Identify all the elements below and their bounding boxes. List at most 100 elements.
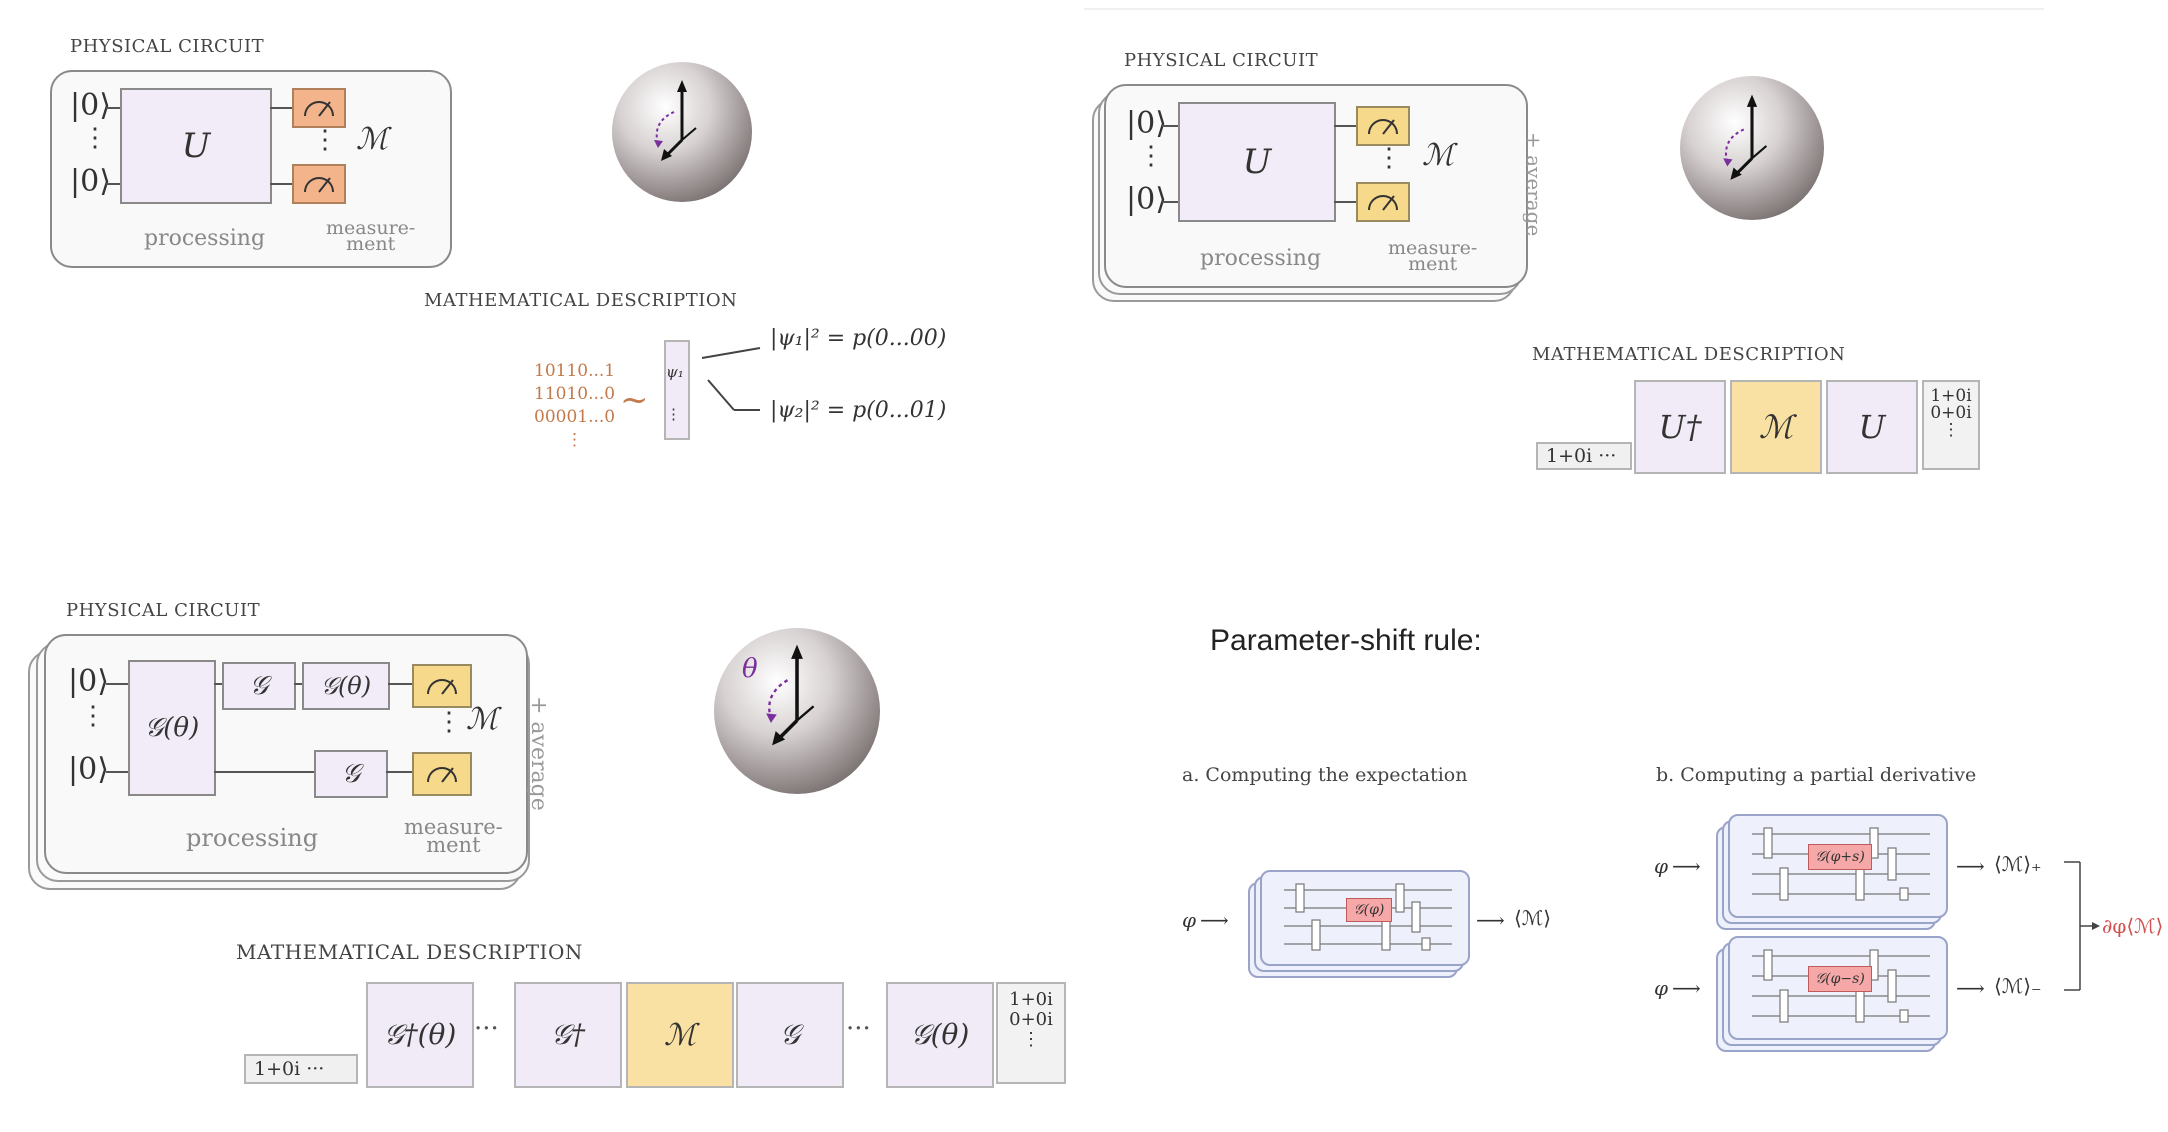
op-measurement: ℳ xyxy=(626,982,734,1088)
wire xyxy=(1162,125,1180,127)
bitstring: ⋮ xyxy=(566,430,584,450)
op-ellipsis: ··· xyxy=(474,1014,499,1044)
state-vector: ψ₁ ⋮ xyxy=(664,340,690,440)
measurement-label: measure- ment xyxy=(404,815,503,857)
processing-label: processing xyxy=(144,226,266,251)
psi1-label: ψ₁ xyxy=(666,363,684,381)
measurement-meter-top xyxy=(412,664,472,708)
bloch-sphere xyxy=(1680,76,1824,220)
measurement-meter-top xyxy=(292,88,346,128)
col-entry: 0+0i xyxy=(1009,1009,1053,1030)
expectation-minus: ⟨ℳ⟩₋ xyxy=(1994,974,2042,998)
mini-circuit-minus: 𝒢(φ−s) xyxy=(1728,936,1948,1040)
meter-vdots: ⋮ xyxy=(1376,143,1402,173)
wire xyxy=(106,183,122,185)
parameter-shift-title: Parameter-shift rule: xyxy=(1210,624,1482,657)
column-vector: 1+0i 0+0i ⋮ xyxy=(1922,380,1980,470)
measurement-label-line1: measure- xyxy=(404,815,503,839)
phi-input-a: φ xyxy=(1182,908,1197,932)
gate-g-theta-top: 𝒢(θ) xyxy=(302,662,390,710)
measurement-label-line1: measure- xyxy=(1388,237,1478,259)
measurement-symbol: ℳ xyxy=(466,702,499,737)
column-vector: 1+0i 0+0i ⋮ xyxy=(996,982,1066,1084)
qubit-vdots: ⋮ xyxy=(1138,141,1164,171)
average-label: + average xyxy=(526,696,551,811)
arrow-out-minus: ⟶ xyxy=(1956,976,1985,1000)
wire xyxy=(106,771,130,773)
mini-gate-phi-minus: 𝒢(φ−s) xyxy=(1808,966,1872,992)
bitstring: 00001...0 xyxy=(534,407,616,427)
wire xyxy=(1334,125,1356,127)
ket-zero-bottom: |0⟩ xyxy=(1126,182,1167,217)
ket-zero-bottom: |0⟩ xyxy=(68,752,109,787)
phi-input-plus: φ xyxy=(1654,854,1669,878)
vector-vdots: ⋮ xyxy=(666,405,681,423)
caption-derivative: b. Computing a partial derivative xyxy=(1656,764,1977,786)
ket-zero-top: |0⟩ xyxy=(70,88,111,123)
quadrant-averaged-circuit: PHYSICAL CIRCUIT |0⟩ ⋮ |0⟩ U ⋮ ℳ process… xyxy=(1084,0,2168,560)
col-entry: 1+0i xyxy=(1930,386,1972,406)
wire xyxy=(386,771,412,773)
ket-zero-bottom: |0⟩ xyxy=(70,164,111,199)
meter-vdots: ⋮ xyxy=(312,125,338,155)
processing-label: processing xyxy=(186,824,319,852)
average-label: + average xyxy=(1522,132,1546,237)
qubit-vdots: ⋮ xyxy=(82,123,108,153)
quadrant-basic-circuit: PHYSICAL CIRCUIT |0⟩ ⋮ |0⟩ U ⋮ ℳ process… xyxy=(0,0,1084,560)
probability-2: |ψ₂|² = p(0...01) xyxy=(770,398,947,423)
expectation-output: ⟨ℳ⟩ xyxy=(1514,906,1551,930)
measurement-symbol: ℳ xyxy=(1422,138,1455,173)
measurement-label-line2: ment xyxy=(1408,253,1458,275)
bloch-sphere: θ xyxy=(714,628,880,794)
wire xyxy=(106,107,122,109)
processing-label: processing xyxy=(1200,246,1322,271)
wire xyxy=(388,683,412,685)
ket-zero-top: |0⟩ xyxy=(1126,106,1167,141)
mini-gate-phi: 𝒢(φ) xyxy=(1346,898,1392,922)
measurement-meter-bottom xyxy=(412,752,472,796)
op-measurement: ℳ xyxy=(1730,380,1822,474)
wire xyxy=(1162,201,1180,203)
qubit-vdots: ⋮ xyxy=(80,701,106,731)
col-entry: ⋮ xyxy=(1942,420,1960,440)
col-entry: 0+0i xyxy=(1930,403,1972,423)
phi-input-minus: φ xyxy=(1654,976,1669,1000)
wire xyxy=(1334,201,1356,203)
partial-derivative: ∂φ⟨ℳ⟩ xyxy=(2102,914,2164,938)
mini-wires xyxy=(1752,949,1930,1023)
mini-circuit-plus: 𝒢(φ+s) xyxy=(1728,814,1948,918)
amplitude-lines xyxy=(701,347,761,411)
caption-expectation: a. Computing the expectation xyxy=(1182,764,1468,786)
op-u: U xyxy=(1826,380,1918,474)
op-g-dagger: 𝒢† xyxy=(514,982,622,1088)
unitary-gate: U xyxy=(1178,102,1336,222)
arrow-a: ⟶ xyxy=(1200,908,1229,932)
arrow-plus: ⟶ xyxy=(1672,854,1701,878)
arrow-out-a: ⟶ xyxy=(1476,908,1505,932)
op-g-dagger-theta: 𝒢†(θ) xyxy=(366,982,474,1088)
measurement-label: measure- ment xyxy=(326,217,416,255)
physical-circuit-title: PHYSICAL CIRCUIT xyxy=(66,600,261,621)
math-description-title: MATHEMATICAL DESCRIPTION xyxy=(236,940,583,964)
quadrant-parameterized-circuit: PHYSICAL CIRCUIT |0⟩ ⋮ |0⟩ 𝒢(θ) 𝒢 𝒢(θ) 𝒢… xyxy=(0,566,1084,1132)
row-vector: 1+0i ··· xyxy=(1536,442,1632,470)
unitary-gate: U xyxy=(120,88,272,204)
probability-1: |ψ₁|² = p(0...00) xyxy=(770,326,947,351)
meter-vdots: ⋮ xyxy=(436,707,462,737)
wire xyxy=(106,683,130,685)
gate-g-bottom: 𝒢 xyxy=(314,750,388,798)
arrow-minus: ⟶ xyxy=(1672,976,1701,1000)
arrow-out-plus: ⟶ xyxy=(1956,854,1985,878)
measurement-label-line1: measure- xyxy=(326,217,416,239)
tilde-symbol: ~ xyxy=(620,380,649,420)
combine-bracket xyxy=(2064,861,2100,991)
bloch-sphere xyxy=(612,62,752,202)
wire xyxy=(214,683,224,685)
quadrant-parameter-shift: Parameter-shift rule: a. Computing the e… xyxy=(1084,566,2168,1132)
divider xyxy=(1084,8,2044,10)
measurement-label-line2: ment xyxy=(346,233,396,255)
measurement-meter-bottom xyxy=(292,164,346,204)
row-vector: 1+0i ··· xyxy=(244,1054,358,1084)
measurement-label-line2: ment xyxy=(426,833,481,857)
expectation-plus: ⟨ℳ⟩₊ xyxy=(1994,852,2042,876)
